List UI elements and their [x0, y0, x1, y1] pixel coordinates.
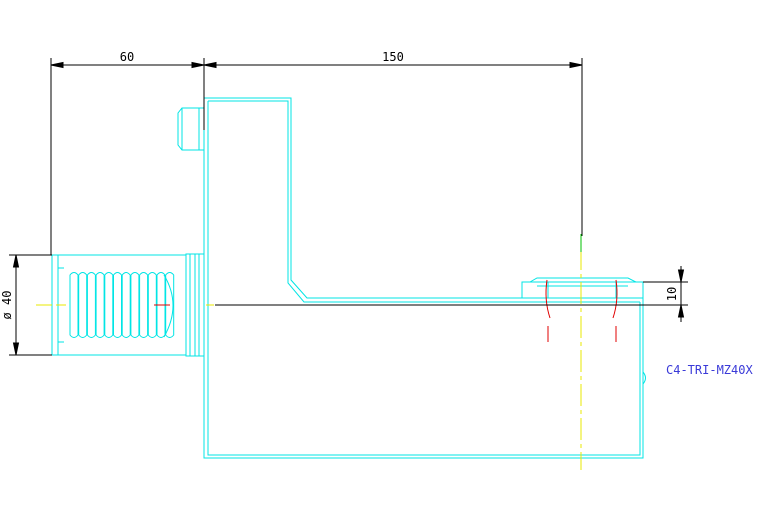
serration-ridge — [86, 272, 96, 338]
serration-ridge — [121, 272, 131, 338]
locking-tab — [177, 107, 204, 151]
serration-ridge — [165, 272, 175, 338]
serration-ridge — [95, 272, 105, 338]
serration-ridge — [156, 272, 166, 338]
dim-label-150: 150 — [382, 50, 404, 64]
serration-ridge — [139, 272, 149, 338]
serration-ridge — [130, 272, 140, 338]
dimension-lines — [9, 58, 688, 356]
serration-ridge — [147, 272, 157, 338]
dim-label-60: 60 — [120, 50, 134, 64]
serration-ridge — [104, 272, 114, 338]
body-inner-outline — [207, 100, 641, 456]
insert-seat — [521, 281, 644, 299]
serration-ridge — [69, 272, 79, 338]
shank-serrations — [69, 272, 175, 338]
serration-ridge — [78, 272, 88, 338]
part-outline — [51, 97, 646, 459]
dim-label-diameter: ø 40 — [0, 291, 14, 320]
centerlines — [36, 248, 582, 470]
serration-ridge — [113, 272, 122, 338]
part-number-label: C4-TRI-MZ40X — [666, 363, 753, 377]
serration-end — [163, 274, 174, 338]
side-latch — [642, 371, 646, 385]
hidden-lines — [154, 279, 618, 342]
insert-bevel — [529, 277, 637, 283]
dim-label-height: 10 — [665, 287, 679, 301]
